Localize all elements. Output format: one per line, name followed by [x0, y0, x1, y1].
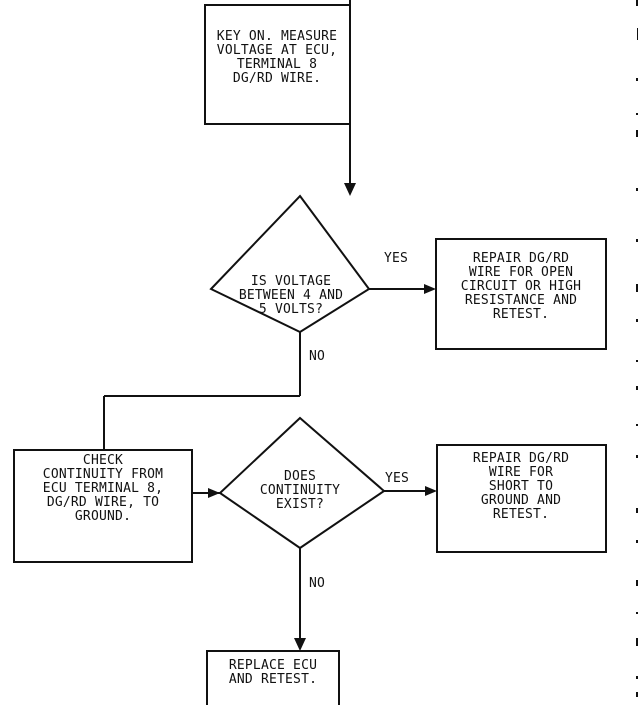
continuity-check-no-label: NO [309, 576, 325, 591]
check-continuity-to-continuity-check-arrow [208, 488, 220, 498]
voltage-check-to-repair-open-circuit-arrow [424, 284, 436, 294]
repair-open-circuit-line-1: REPAIR DG/RD [473, 251, 569, 266]
continuity-check-line-1: DOES [284, 469, 316, 484]
measure-voltage-line-4: DG/RD WIRE. [233, 71, 321, 86]
check-continuity-line-4: DG/RD WIRE, TO [47, 495, 159, 510]
measure-voltage-line-1: KEY ON. MEASURE [217, 29, 337, 44]
check-continuity-line-2: CONTINUITY FROM [43, 467, 163, 482]
check-continuity-line-1: CHECK [83, 453, 123, 468]
continuity-check-to-repair-short-arrow [425, 486, 437, 496]
continuity-check-diamond [218, 416, 386, 550]
margin-scan-marks [636, 0, 638, 697]
repair-short-box [436, 444, 607, 553]
repair-open-circuit-line-2: WIRE FOR OPEN [469, 265, 573, 280]
replace-ecu-line-2: AND RETEST. [229, 672, 317, 687]
repair-short-line-5: RETEST. [493, 507, 549, 522]
repair-short-line-1: REPAIR DG/RD [473, 451, 569, 466]
voltage-check-line-2: BETWEEN 4 AND [239, 288, 343, 303]
repair-open-circuit-line-5: RETEST. [493, 307, 549, 322]
check-continuity-line-5: GROUND. [75, 509, 131, 524]
measure-voltage-line-2: VOLTAGE AT ECU, [217, 43, 337, 58]
continuity-check-line-2: CONTINUITY [260, 483, 340, 498]
check-continuity-box [13, 449, 193, 563]
replace-ecu-line-1: REPLACE ECU [229, 658, 317, 673]
top-box-to-voltage-check-arrow [344, 183, 356, 196]
repair-open-circuit-line-4: RESISTANCE AND [465, 293, 577, 308]
voltage-check-yes-label: YES [384, 251, 408, 266]
voltage-check-no-label: NO [309, 349, 325, 364]
repair-open-circuit-box [435, 238, 607, 350]
voltage-check-line-3: 5 VOLTS? [259, 302, 323, 317]
check-continuity-line-3: ECU TERMINAL 8, [43, 481, 163, 496]
replace-ecu-box [206, 650, 340, 705]
repair-open-circuit-line-3: CIRCUIT OR HIGH [461, 279, 581, 294]
repair-short-line-4: GROUND AND [481, 493, 561, 508]
measure-voltage-line-3: TERMINAL 8 [237, 57, 317, 72]
voltage-check-line-1: IS VOLTAGE [251, 274, 331, 289]
repair-short-line-2: WIRE FOR [489, 465, 553, 480]
continuity-check-line-3: EXIST? [276, 497, 324, 512]
measure-voltage-box [204, 4, 351, 125]
continuity-check-yes-label: YES [385, 471, 409, 486]
continuity-check-to-replace-ecu-arrow [294, 638, 306, 651]
repair-short-line-3: SHORT TO [489, 479, 553, 494]
voltage-check-diamond [209, 194, 371, 334]
